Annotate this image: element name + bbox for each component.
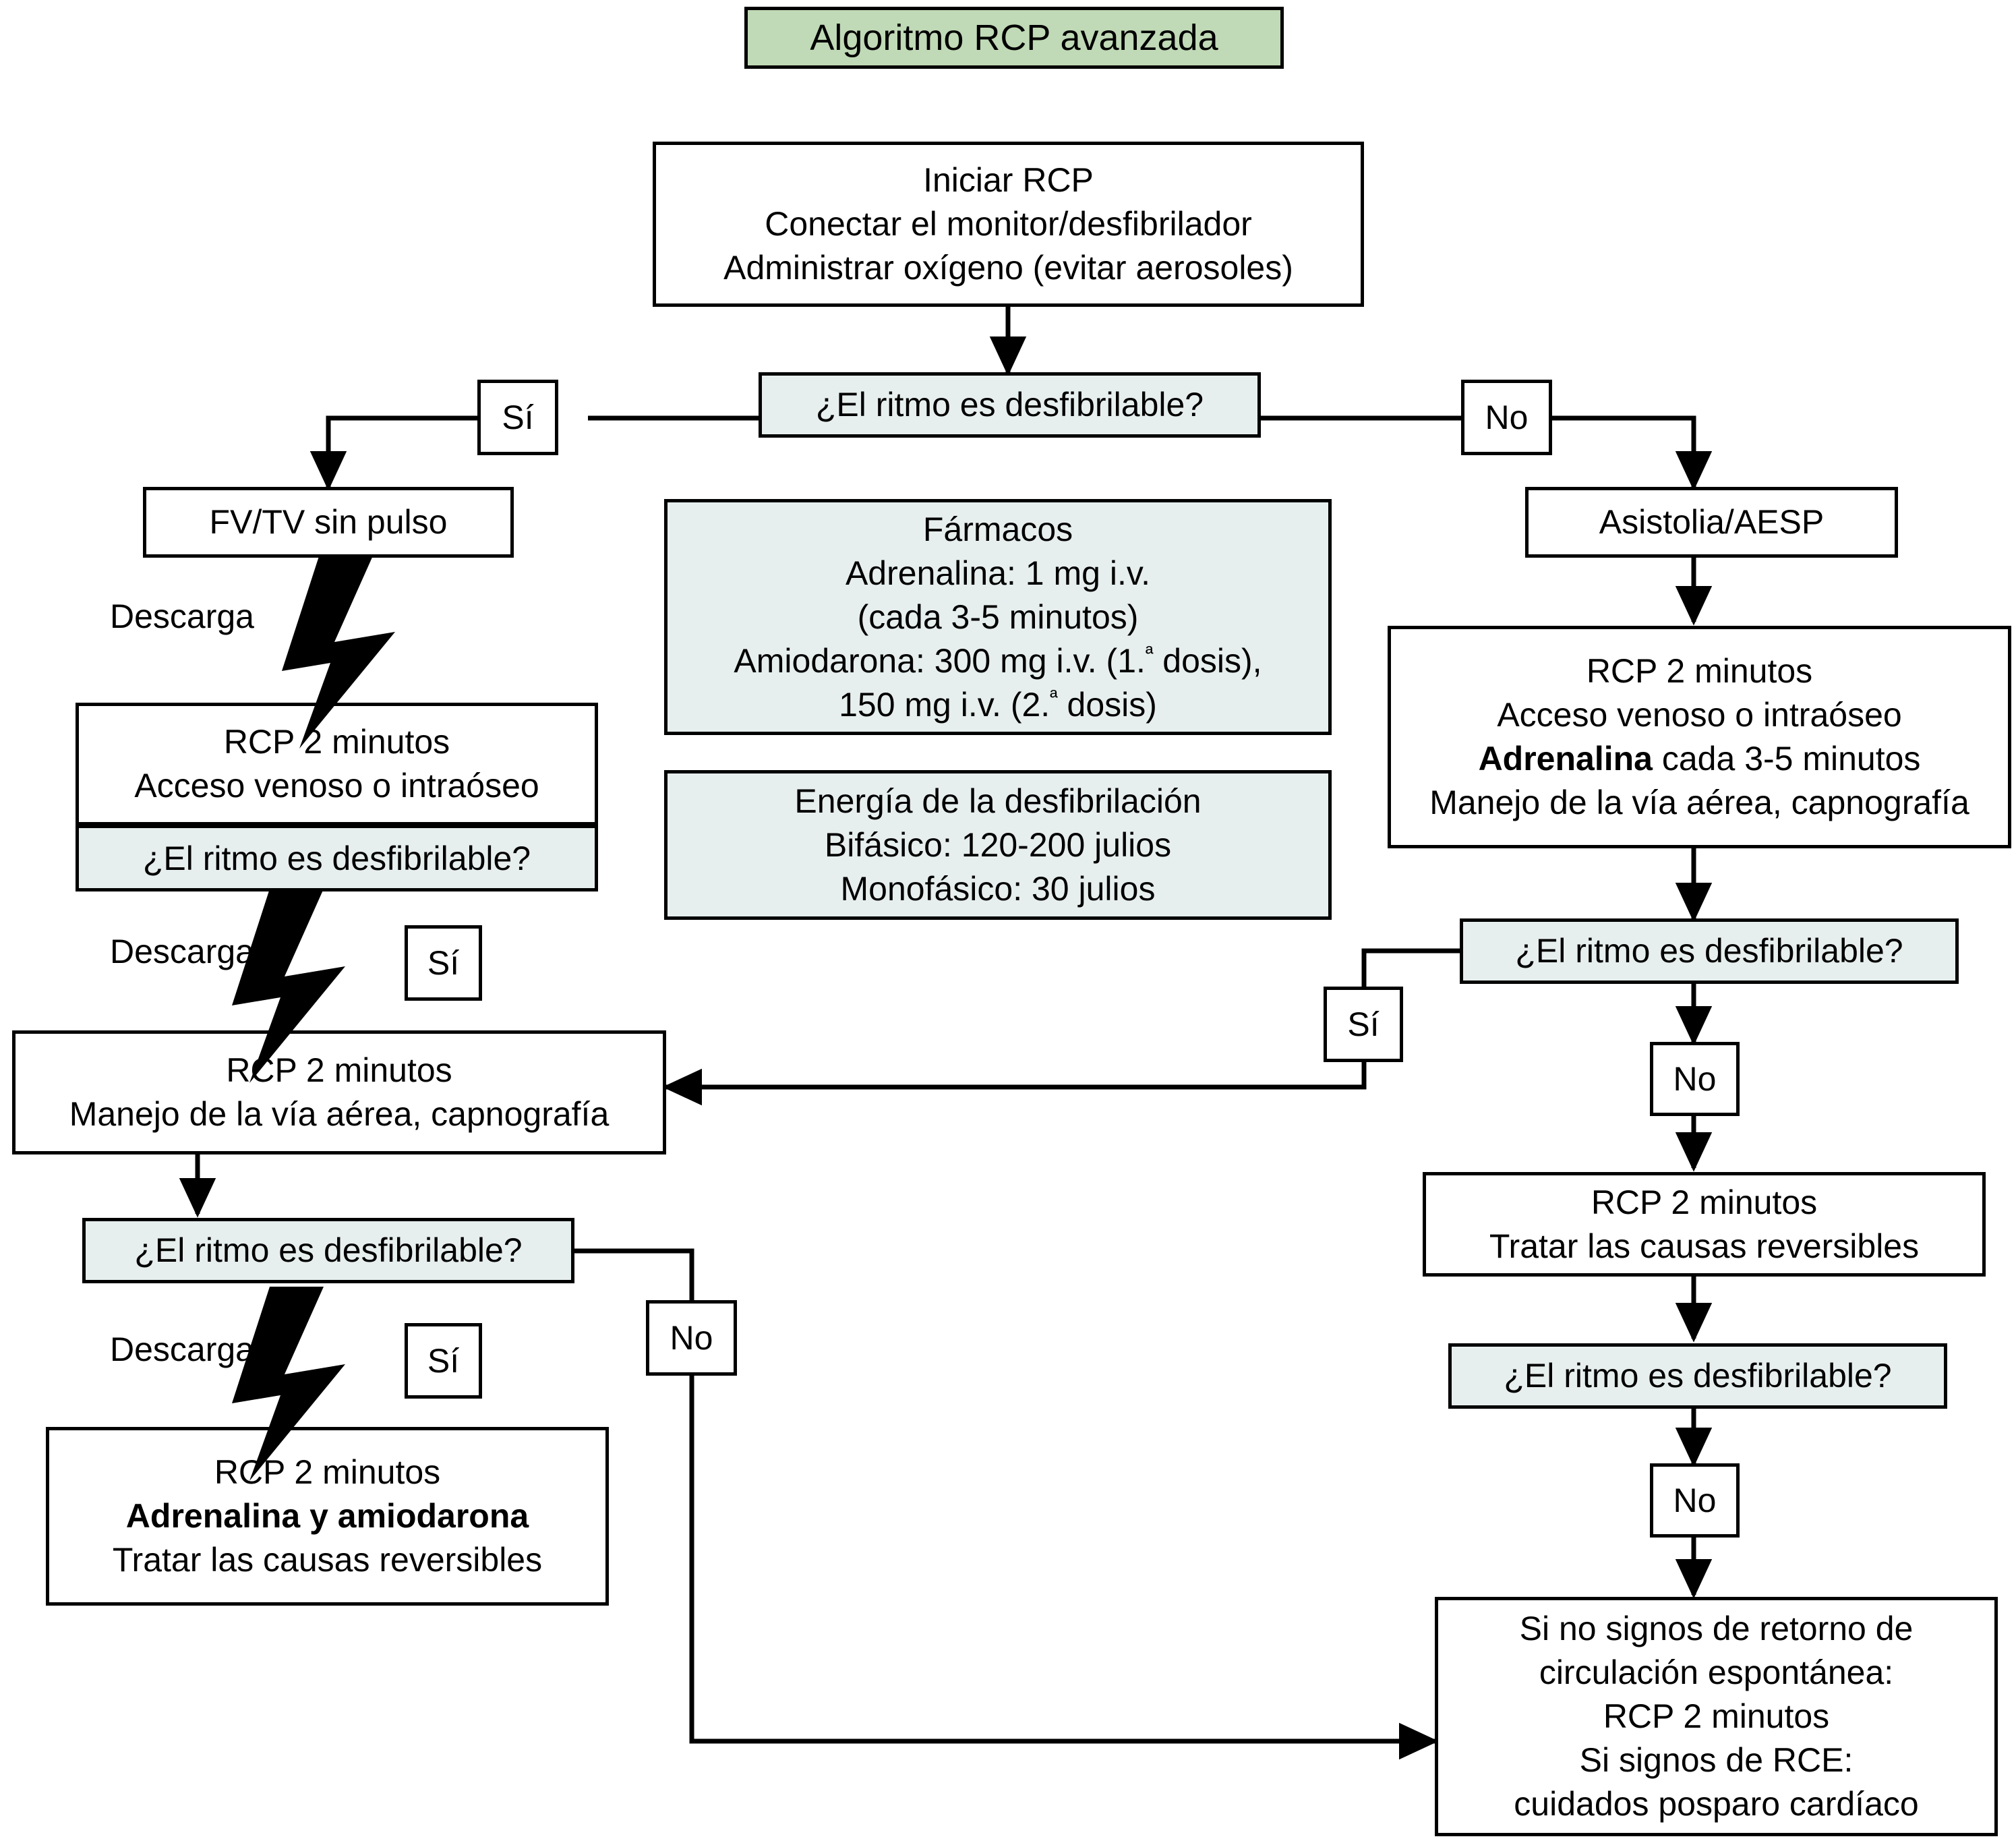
label-si-right-text: Sí xyxy=(1347,1005,1380,1043)
energy-title: Energía de la desfibrilación xyxy=(794,782,1202,820)
drugs-line-4-a: 150 mg i.v. (2. xyxy=(839,685,1050,724)
left-cpr1-decision-text: ¿El ritmo es desfibrilable? xyxy=(142,839,531,877)
start-line-1: Iniciar RCP xyxy=(923,161,1094,199)
start-line-3: Administrar oxígeno (evitar aerosoles) xyxy=(723,249,1293,287)
node-right-decision1[interactable]: ¿El ritmo es desfibrilable? xyxy=(1460,918,1959,984)
drugs-line-3-sup: ª xyxy=(1145,641,1154,665)
label-si-left-mid: Sí xyxy=(405,925,482,1001)
label-descarga-2-text: Descarga xyxy=(110,933,254,970)
node-right-decision2[interactable]: ¿El ritmo es desfibrilable? xyxy=(1448,1343,1947,1409)
energy-line-2: Monofásico: 30 julios xyxy=(840,869,1156,908)
left-cpr1-line-1: RCP 2 minutos xyxy=(223,723,450,761)
outcome-line-1: Si no signos de retorno de xyxy=(1519,1610,1914,1647)
node-right-cpr1[interactable]: RCP 2 minutos Acceso venoso o intraóseo … xyxy=(1388,626,2011,848)
node-shockable[interactable]: FV/TV sin pulso xyxy=(143,487,514,558)
right-cpr1-line-4: Manejo de la vía aérea, capnografía xyxy=(1429,784,1969,821)
drugs-line-4-b: dosis) xyxy=(1057,685,1157,724)
label-si-left-low: Sí xyxy=(405,1323,482,1399)
label-no-right-2: No xyxy=(1650,1463,1740,1538)
label-descarga-1: Descarga xyxy=(110,597,254,636)
right-decision2-text: ¿El ritmo es desfibrilable? xyxy=(1504,1357,1892,1395)
label-si-top-text: Sí xyxy=(502,399,534,436)
node-energy-info: Energía de la desfibrilación Bifásico: 1… xyxy=(664,770,1332,920)
label-no-right-1: No xyxy=(1650,1042,1740,1116)
drugs-line-4: 150 mg i.v. (2.ª dosis) xyxy=(839,683,1157,727)
left-decision3-text: ¿El ritmo es desfibrilable? xyxy=(134,1231,523,1269)
label-no-right-1-text: No xyxy=(1673,1060,1717,1098)
right-cpr1-line-2: Acceso venoso o intraóseo xyxy=(1497,696,1902,734)
outcome-line-5: cuidados posparo cardíaco xyxy=(1514,1785,1919,1823)
left-cpr1-top: RCP 2 minutos Acceso venoso o intraóseo xyxy=(79,706,595,822)
label-no-right-2-text: No xyxy=(1673,1482,1717,1519)
node-outcome[interactable]: Si no signos de retorno de circulación e… xyxy=(1435,1597,1998,1836)
node-left-cpr3[interactable]: RCP 2 minutos Adrenalina y amiodarona Tr… xyxy=(46,1427,609,1606)
drugs-line-3: Amiodarona: 300 mg i.v. (1.ª dosis), xyxy=(734,639,1262,683)
drugs-line-2: (cada 3-5 minutos) xyxy=(857,597,1139,636)
label-si-left-mid-text: Sí xyxy=(427,944,460,982)
drugs-line-1: Adrenalina: 1 mg i.v. xyxy=(845,554,1151,592)
left-cpr2-line-2: Manejo de la vía aérea, capnografía xyxy=(69,1095,610,1133)
left-cpr2-line-1: RCP 2 minutos xyxy=(226,1051,452,1089)
drugs-line-3-b: dosis), xyxy=(1153,641,1262,680)
label-descarga-2: Descarga xyxy=(110,932,254,971)
right-cpr1-line-3-drug: Adrenalina xyxy=(1478,740,1653,778)
page-title-text: Algoritmo RCP avanzada xyxy=(810,17,1218,58)
label-si-top: Sí xyxy=(477,380,558,455)
shockable-text: FV/TV sin pulso xyxy=(209,503,448,541)
right-cpr1-line-3-rest: cada 3-5 minutos xyxy=(1652,740,1921,778)
right-cpr2-line-2: Tratar las causas reversibles xyxy=(1489,1227,1920,1265)
energy-line-1: Bifásico: 120-200 julios xyxy=(824,825,1172,864)
outcome-line-4: Si signos de RCE: xyxy=(1579,1741,1854,1779)
divider xyxy=(79,822,595,828)
left-cpr3-line-3: Tratar las causas reversibles xyxy=(112,1541,543,1579)
node-start[interactable]: Iniciar RCP Conectar el monitor/desfibri… xyxy=(653,142,1364,307)
node-right-cpr2[interactable]: RCP 2 minutos Tratar las causas reversib… xyxy=(1423,1172,1986,1277)
decision-top-text: ¿El ritmo es desfibrilable? xyxy=(815,386,1204,423)
outcome-line-3: RCP 2 minutos xyxy=(1603,1697,1830,1735)
label-si-left-low-text: Sí xyxy=(427,1342,460,1380)
page-title: Algoritmo RCP avanzada xyxy=(744,7,1284,69)
right-cpr1-line-1: RCP 2 minutos xyxy=(1586,652,1813,690)
label-si-right: Sí xyxy=(1324,987,1403,1062)
right-decision1-text: ¿El ritmo es desfibrilable? xyxy=(1515,932,1903,970)
drugs-line-4-sup: ª xyxy=(1050,684,1058,709)
left-cpr1-decision[interactable]: ¿El ritmo es desfibrilable? xyxy=(79,828,595,888)
label-no-top-text: No xyxy=(1485,399,1529,436)
node-drugs-info: Fármacos Adrenalina: 1 mg i.v. (cada 3-5… xyxy=(664,499,1332,735)
left-cpr3-line-2: Adrenalina y amiodarona xyxy=(125,1497,529,1535)
label-no-left-low-text: No xyxy=(670,1319,713,1357)
label-descarga-3-text: Descarga xyxy=(110,1330,254,1368)
outcome-line-2: circulación espontánea: xyxy=(1539,1654,1894,1691)
drugs-title: Fármacos xyxy=(922,510,1073,548)
right-cpr2-line-1: RCP 2 minutos xyxy=(1591,1183,1818,1221)
node-nonshockable[interactable]: Asistolia/AESP xyxy=(1525,487,1898,558)
label-descarga-3: Descarga xyxy=(110,1330,254,1369)
node-left-cpr2[interactable]: RCP 2 minutos Manejo de la vía aérea, ca… xyxy=(12,1030,666,1154)
nonshockable-text: Asistolia/AESP xyxy=(1599,503,1825,541)
left-cpr3-line-1: RCP 2 minutos xyxy=(214,1453,441,1491)
left-cpr1-line-2: Acceso venoso o intraóseo xyxy=(134,767,539,805)
node-left-decision3[interactable]: ¿El ritmo es desfibrilable? xyxy=(82,1218,574,1283)
label-descarga-1-text: Descarga xyxy=(110,597,254,635)
start-line-2: Conectar el monitor/desfibrilador xyxy=(765,205,1252,243)
label-no-top: No xyxy=(1461,380,1552,455)
node-decision-top[interactable]: ¿El ritmo es desfibrilable? xyxy=(759,372,1261,438)
node-left-cpr1[interactable]: RCP 2 minutos Acceso venoso o intraóseo … xyxy=(76,703,598,891)
label-no-left-low: No xyxy=(646,1300,737,1376)
right-cpr1-line-3: Adrenalina cada 3-5 minutos xyxy=(1479,737,1921,781)
drugs-line-3-a: Amiodarona: 300 mg i.v. (1. xyxy=(734,641,1146,680)
